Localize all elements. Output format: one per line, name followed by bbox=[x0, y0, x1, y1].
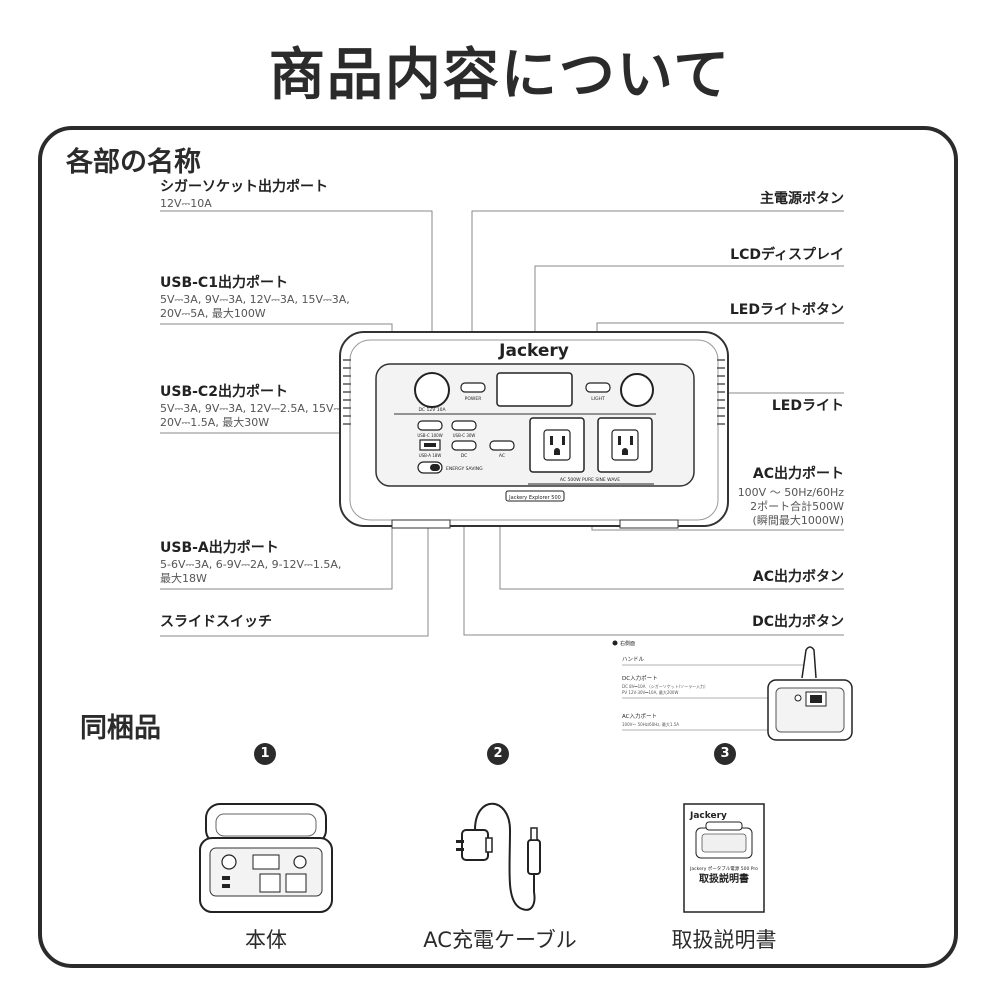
usbc2-port-text: USB-C 30W bbox=[453, 433, 476, 438]
cigar-socket-text: DC 12V 10A bbox=[418, 407, 446, 413]
contents-heading: 同梱品 bbox=[80, 713, 161, 744]
side-dc-in-spec-2: PV 12V-30V⎓10A, 最大200W bbox=[622, 689, 678, 695]
item-3-number: 3 bbox=[714, 743, 736, 765]
lcd-display-label: LCDディスプレイ bbox=[730, 247, 844, 263]
leader-line-cigar bbox=[160, 210, 433, 372]
item-1-number: 1 bbox=[254, 743, 276, 765]
manual-illustration: Jackery Jackery ポータブル電源 500 Pro 取扱説明書 bbox=[683, 803, 765, 913]
cigar-socket[interactable] bbox=[414, 372, 450, 408]
usbc1-port-spec-2: 20V⎓5A, 最大100W bbox=[160, 307, 266, 320]
usba-port-label: USB-A出力ポート bbox=[160, 540, 279, 556]
energy-saving-text: ENERGY SAVING bbox=[446, 466, 483, 472]
dc-output-button-label: DC出力ボタン bbox=[752, 614, 844, 630]
dc-output-button[interactable] bbox=[451, 440, 477, 451]
lcd-display bbox=[496, 372, 573, 407]
page-title: 商品内容について bbox=[268, 43, 732, 108]
ac-strip-text: AC 500W PURE SINE WAVE bbox=[560, 477, 620, 483]
ac-cable-illustration bbox=[456, 802, 541, 911]
usbc1-port[interactable] bbox=[417, 420, 443, 431]
dc-button-text: DC bbox=[461, 453, 468, 459]
usba-port-spec-2: 最大18W bbox=[160, 572, 207, 585]
side-ac-in-label: AC入力ポート bbox=[622, 712, 657, 720]
item-3-caption: 取扱説明書 bbox=[671, 928, 777, 952]
ac-output-button[interactable] bbox=[489, 440, 515, 451]
side-view-heading: 右側面 bbox=[620, 640, 635, 647]
led-light-button-label: LEDライトボタン bbox=[729, 302, 844, 318]
usbc2-port-label: USB-C2出力ポート bbox=[160, 384, 288, 400]
side-dc-in-spec-1: DC 8V⎓10A （シガーソケット/ソーラー入力） bbox=[622, 683, 708, 689]
manual-line-1: Jackery ポータブル電源 500 Pro bbox=[689, 865, 758, 872]
power-button[interactable] bbox=[460, 382, 486, 393]
manual-title: 取扱説明書 bbox=[699, 872, 749, 885]
usbc1-port-label: USB-C1出力ポート bbox=[160, 275, 288, 291]
ac-button-text: AC bbox=[499, 453, 505, 459]
cigar-port-spec: 12V⎓10A bbox=[160, 197, 212, 210]
ac-outlets bbox=[529, 417, 653, 473]
content-frame bbox=[38, 126, 958, 968]
usba-port-text: USB-A 18W bbox=[419, 453, 442, 458]
ac-output-port-label: AC出力ポート bbox=[752, 466, 844, 482]
led-light bbox=[620, 373, 654, 407]
usba-port-spec-1: 5-6V⎓3A, 6-9V⎓2A, 9-12V⎓1.5A, bbox=[160, 558, 342, 571]
usbc1-port-spec-1: 5V⎓3A, 9V⎓3A, 12V⎓3A, 15V⎓3A, bbox=[160, 293, 350, 306]
led-light-label: LEDライト bbox=[771, 398, 844, 414]
ac-output-button-label: AC出力ボタン bbox=[752, 569, 844, 585]
side-view-diagram: 右側面 ハンドル DC入力ポート DC 8V⎓10A （シガーソケット/ソーラー… bbox=[612, 640, 853, 741]
side-handle-label: ハンドル bbox=[622, 657, 645, 663]
slide-switch-label: スライドスイッチ bbox=[160, 614, 272, 630]
usbc2-port-spec-2: 20V⎓1.5A, 最大30W bbox=[160, 416, 270, 429]
main-unit-illustration bbox=[199, 803, 333, 913]
power-button-text: POWER bbox=[465, 396, 482, 402]
led-light-button[interactable] bbox=[585, 382, 611, 393]
side-dc-in-label: DC入力ポート bbox=[622, 674, 658, 682]
manual-brand: Jackery bbox=[689, 811, 727, 821]
led-light-button-text: LIGHT bbox=[591, 396, 605, 402]
usbc2-port[interactable] bbox=[451, 420, 477, 431]
usbc1-port-text: USB-C 100W bbox=[417, 433, 442, 438]
side-ac-in-spec: 100V～ 50Hz/60Hz, 最大1.5A bbox=[622, 721, 679, 727]
ac-output-spec-3: (瞬間最大1000W) bbox=[752, 514, 844, 527]
cigar-port-label: シガーソケット出力ポート bbox=[160, 179, 328, 195]
ac-output-spec-2: 2ポート合計500W bbox=[750, 500, 844, 513]
usbc2-port-spec-1: 5V⎓3A, 9V⎓3A, 12V⎓2.5A, 15V⎓2A, bbox=[160, 402, 361, 415]
item-2-number: 2 bbox=[487, 743, 509, 765]
power-button-label: 主電源ボタン bbox=[760, 191, 844, 207]
ac-output-spec-1: 100V ～ 50Hz/60Hz bbox=[737, 486, 844, 499]
parts-heading: 各部の名称 bbox=[66, 147, 201, 178]
item-1-caption: 本体 bbox=[245, 928, 287, 952]
device-brand: Jackery bbox=[498, 341, 569, 361]
model-name: Jackery Explorer 500 bbox=[508, 495, 561, 501]
item-2-caption: AC充電ケーブル bbox=[423, 928, 577, 952]
leader-line-power bbox=[471, 210, 844, 384]
